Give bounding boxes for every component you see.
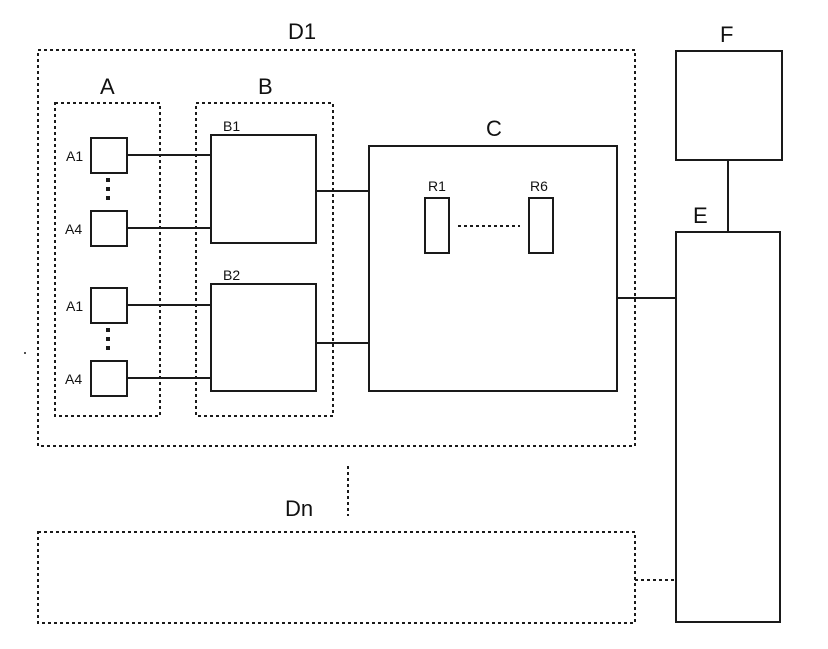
a-item-label: A1 — [66, 148, 83, 164]
stray-dot — [24, 352, 26, 354]
block-c-label: C — [486, 116, 502, 141]
group-a-label: A — [100, 74, 115, 99]
group-a-boundary — [54, 102, 161, 417]
block-c — [368, 145, 618, 392]
ellipsis-dot — [106, 328, 110, 332]
group-d1-boundary — [37, 49, 636, 447]
block-b2-label: B2 — [223, 267, 240, 283]
r6-box — [528, 197, 554, 254]
group-b-label: B — [258, 74, 273, 99]
a-item-label: A4 — [65, 221, 82, 237]
a-item-label: A4 — [65, 371, 82, 387]
a-item-box — [90, 210, 128, 247]
ellipsis-dot — [106, 178, 110, 182]
a-item-label: A1 — [66, 298, 83, 314]
group-dn-label: Dn — [285, 496, 313, 521]
r1-box — [424, 197, 450, 254]
a-item-box — [90, 287, 128, 324]
ellipsis-dot — [106, 337, 110, 341]
group-b-boundary — [195, 102, 334, 417]
block-f-label: F — [720, 22, 733, 47]
a-item-box — [90, 360, 128, 397]
block-e — [675, 231, 781, 623]
group-dn-boundary — [37, 531, 636, 624]
block-f — [675, 50, 783, 161]
ellipsis-dot — [106, 196, 110, 200]
block-e-label: E — [693, 203, 708, 228]
a-item-box — [90, 137, 128, 174]
ellipsis-dot — [106, 187, 110, 191]
r1-label: R1 — [428, 178, 446, 194]
block-b1-label: B1 — [223, 118, 240, 134]
group-d1-label: D1 — [288, 19, 316, 44]
ellipsis-dot — [106, 346, 110, 350]
block-b2 — [210, 283, 317, 392]
block-b1 — [210, 134, 317, 244]
r6-label: R6 — [530, 178, 548, 194]
